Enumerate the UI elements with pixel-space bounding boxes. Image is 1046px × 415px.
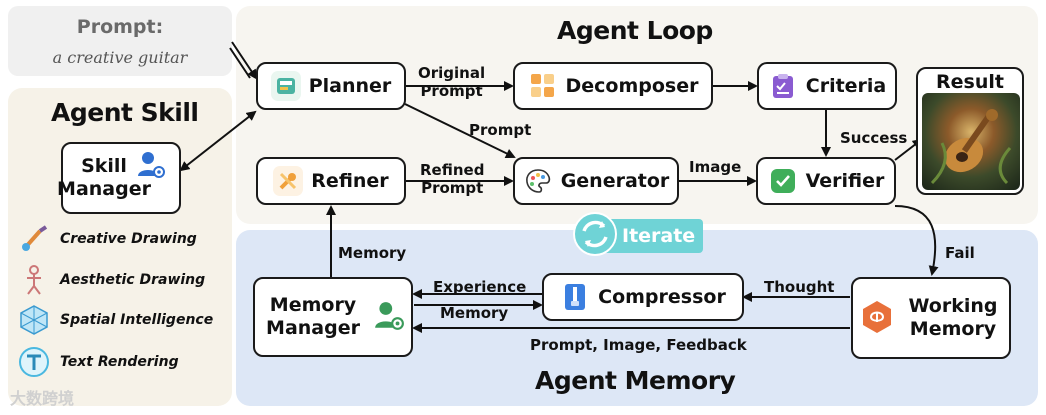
- edge-label-original-prompt-2: Prompt: [420, 82, 483, 100]
- brush-icon: [18, 223, 50, 255]
- figure-icon: [18, 264, 50, 296]
- result-guitar-image: [922, 93, 1020, 190]
- decomposer-label: Decomposer: [565, 75, 699, 97]
- skill-manager-line2: Manager: [57, 178, 151, 200]
- skill-item-creative-drawing: Creative Drawing: [18, 223, 197, 255]
- agent-skill-title: Agent Skill: [51, 98, 199, 127]
- clipboard-icon: [768, 71, 798, 101]
- result-label: Result: [936, 71, 1004, 93]
- agent-memory-title: Agent Memory: [535, 366, 736, 395]
- edge-label-prompt-image-feedback: Prompt, Image, Feedback: [530, 336, 747, 354]
- compress-file-icon: [560, 282, 590, 312]
- text-t-icon: [18, 346, 50, 378]
- criteria-label: Criteria: [805, 75, 887, 97]
- working-memory-line2: Memory: [909, 318, 997, 340]
- skill-label-spatial-intelligence: Spatial Intelligence: [60, 312, 214, 328]
- cycle-icon: [572, 211, 618, 261]
- refiner-label: Refiner: [311, 170, 389, 192]
- skill-manager-line1: Skill: [81, 155, 127, 178]
- edge-label-prompt: Prompt: [469, 121, 532, 139]
- wrench-icon: [273, 166, 304, 196]
- skill-label-creative-drawing: Creative Drawing: [60, 231, 197, 247]
- edge-prompt-planner: [231, 41, 258, 80]
- verifier-label: Verifier: [805, 170, 885, 192]
- planner-label: Planner: [308, 75, 392, 97]
- skill-item-aesthetic-drawing: Aesthetic Drawing: [18, 264, 205, 296]
- memory-user-gear-icon: [373, 300, 405, 336]
- edge-label-refined: Refined: [420, 161, 485, 179]
- prompt-text: a creative guitar: [52, 48, 188, 67]
- brain-icon: [861, 300, 893, 338]
- verify-check-icon: [768, 166, 798, 196]
- palette-icon: [523, 166, 553, 196]
- memory-manager-node: Memory Manager: [253, 277, 413, 357]
- memory-manager-line1: Memory: [269, 294, 357, 317]
- edge-prompt-planner-2: [229, 47, 251, 79]
- working-memory-line1: Working: [908, 295, 998, 318]
- edge-label-refined-prompt: Refined Prompt: [420, 161, 484, 197]
- criteria-node: Criteria: [757, 62, 897, 110]
- decomposer-node: Decomposer: [513, 62, 713, 110]
- generator-node: Generator: [513, 157, 679, 205]
- edge-label-original-prompt: Original Prompt: [418, 64, 485, 100]
- generator-label: Generator: [560, 170, 670, 192]
- edge-label-memory-back: Memory: [440, 304, 509, 322]
- prompt-box: Prompt: a creative guitar: [8, 6, 232, 76]
- iterate-badge: Iterate: [572, 212, 704, 257]
- skill-item-text-rendering: Text Rendering: [18, 346, 179, 378]
- refiner-node: Refiner: [256, 157, 406, 205]
- cube-icon: [18, 304, 50, 336]
- memory-manager-line2: Manager: [266, 317, 360, 339]
- skill-manager-node: Skill Manager: [57, 142, 181, 214]
- edge-label-thought: Thought: [764, 278, 835, 296]
- edge-verifier-working-memory: [894, 205, 939, 276]
- edge-label-experience: Experience: [433, 278, 527, 296]
- decomposer-icon: [528, 71, 558, 101]
- prompt-title: Prompt:: [76, 16, 164, 38]
- skill-label-text-rendering: Text Rendering: [60, 354, 179, 370]
- planner-icon: [270, 71, 301, 101]
- compressor-node: Compressor: [542, 273, 744, 321]
- edge-label-success: Success: [840, 129, 908, 147]
- agent-loop-title: Agent Loop: [557, 16, 713, 45]
- edge-label-fail: Fail: [945, 244, 975, 262]
- compressor-label: Compressor: [598, 286, 726, 308]
- edge-label-image: Image: [689, 158, 742, 176]
- edge-skill-manager-planner: [179, 110, 257, 172]
- user-gear-icon: [136, 150, 166, 184]
- watermark: 大数跨境: [10, 389, 75, 408]
- edge-label-original: Original: [418, 64, 486, 82]
- skill-item-spatial-intelligence: Spatial Intelligence: [18, 304, 213, 336]
- skill-label-aesthetic-drawing: Aesthetic Drawing: [60, 272, 206, 288]
- planner-node: Planner: [256, 62, 406, 110]
- edge-label-refined-prompt-2: Prompt: [421, 179, 484, 197]
- edge-planner-generator: [404, 103, 516, 158]
- verifier-node: Verifier: [756, 157, 896, 205]
- edge-label-memory: Memory: [338, 244, 407, 262]
